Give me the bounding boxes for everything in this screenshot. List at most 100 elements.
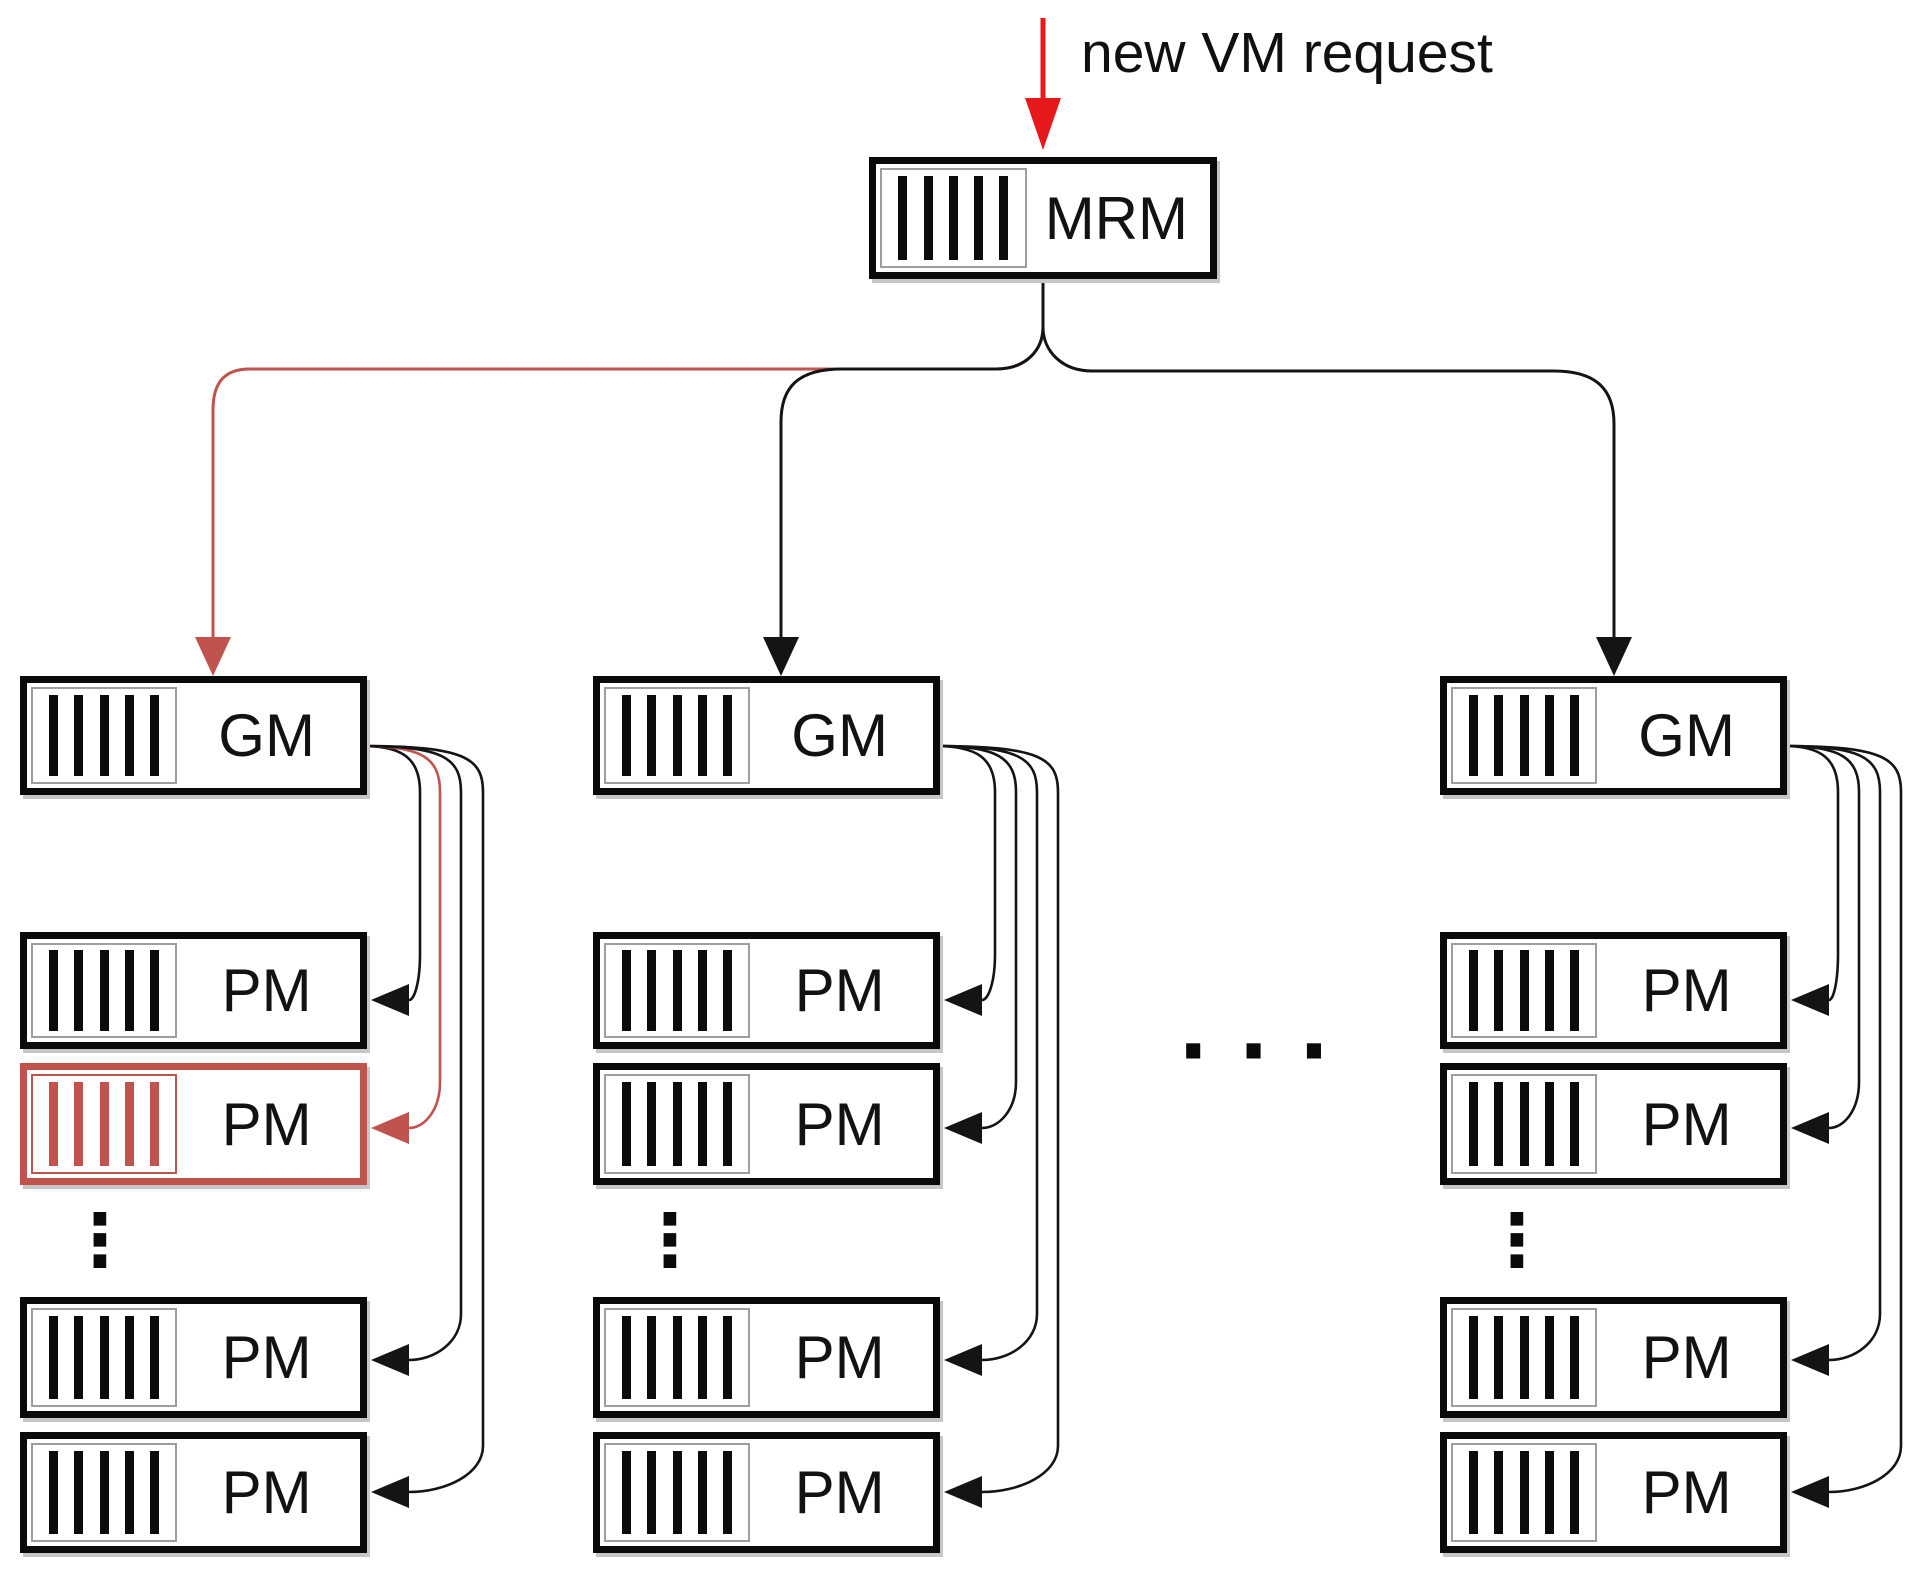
right-gm-queue-icon [1451, 687, 1598, 784]
queue-slot-bar [124, 1450, 134, 1535]
queue-slot-bar [974, 175, 984, 261]
left-gm-to-pm3-wire [361, 744, 463, 1362]
queue-slot-bar [150, 1450, 160, 1535]
middle-pm2-arrowhead [944, 1112, 982, 1144]
left-pm1-queue-icon [31, 943, 178, 1038]
queue-slot-bar [1570, 1315, 1580, 1400]
left-pm4-arrowhead [371, 1476, 409, 1508]
queue-slot-bar [49, 950, 59, 1031]
left-gm-to-pm4-wire [361, 744, 485, 1494]
queue-slot-bar [99, 1450, 109, 1535]
queue-slot-bar [1494, 1081, 1504, 1167]
queue-slot-bar [74, 1315, 84, 1400]
right-pm2-queue-icon [1451, 1074, 1598, 1174]
queue-slot-bar [647, 694, 657, 777]
right-pm4-arrowhead [1791, 1476, 1829, 1508]
middle-gm-to-pm2-wire [934, 744, 1018, 1130]
queue-slot-bar [672, 1315, 682, 1400]
right-gm-to-pm2-wire [1783, 744, 1861, 1130]
left-pm1-node: PM [20, 932, 367, 1049]
queue-slot-bar [672, 694, 682, 777]
left-gm-label: GM [218, 702, 315, 769]
left-gm-to-pm1-wire [361, 744, 422, 1002]
queue-slot-bar [723, 950, 733, 1031]
queue-slot-bar [150, 694, 160, 777]
left-pm4-node: PM [20, 1432, 367, 1553]
right-gm-to-pm3-wire [1783, 744, 1882, 1362]
middle-pm1-queue-icon [604, 943, 751, 1038]
right-pm4-label: PM [1641, 1459, 1732, 1526]
left-pm3-queue-icon [31, 1308, 178, 1407]
queue-slot-bar [49, 1081, 59, 1167]
queue-slot-bar [150, 950, 160, 1031]
left-pm3-node: PM [20, 1297, 367, 1418]
queue-slot-bar [74, 950, 84, 1031]
queue-slot-bar [124, 694, 134, 777]
queue-slot-bar [1519, 1450, 1529, 1535]
queue-slot-bar [99, 950, 109, 1031]
right-pm1-label: PM [1641, 957, 1732, 1024]
left-gm-arrowhead [195, 637, 231, 676]
queue-slot-bar [723, 1450, 733, 1535]
left-pm2-label: PM [221, 1090, 312, 1158]
left-column-more-pms-ellipsis: ⋮ [64, 1198, 136, 1282]
left-pm2-arrowhead [371, 1112, 409, 1144]
left-pm1-label: PM [221, 957, 312, 1024]
left-gm-to-pm2-wire [361, 744, 442, 1130]
right-gm-arrowhead [1596, 637, 1632, 676]
more-groups-ellipsis: ··· [1178, 1005, 1360, 1098]
queue-slot-bar [1570, 950, 1580, 1031]
queue-slot-bar [647, 1450, 657, 1535]
queue-slot-bar [150, 1081, 160, 1167]
middle-pm4-label: PM [794, 1459, 885, 1526]
queue-slot-bar [1519, 694, 1529, 777]
middle-pm2-node: PM [593, 1063, 940, 1185]
queue-slot-bar [99, 1315, 109, 1400]
queue-slot-bar [1494, 694, 1504, 777]
right-gm-to-pm4-wire [1783, 744, 1903, 1494]
mrm-queue-icon [880, 168, 1027, 268]
queue-slot-bar [1469, 1450, 1479, 1535]
queue-slot-bar [124, 1315, 134, 1400]
left-pm4-label: PM [221, 1459, 312, 1526]
middle-gm-to-pm4-wire [934, 744, 1060, 1494]
queue-slot-bar [1469, 1315, 1479, 1400]
queue-slot-bar [723, 1081, 733, 1167]
queue-slot-bar [697, 950, 707, 1031]
right-pm4-queue-icon [1451, 1443, 1598, 1542]
queue-slot-bar [74, 1450, 84, 1535]
middle-gm-label: GM [791, 702, 888, 769]
right-pm4-node: PM [1440, 1432, 1787, 1553]
queue-slot-bar [697, 694, 707, 777]
mrm-to-middle-gm-wire [779, 326, 1045, 637]
mrm-to-right-gm-wire [1041, 326, 1616, 637]
right-pm2-arrowhead [1791, 1112, 1829, 1144]
queue-slot-bar [622, 1081, 632, 1167]
new-vm-request-arrowhead [1025, 98, 1061, 150]
middle-pm3-node: PM [593, 1297, 940, 1418]
right-pm2-label: PM [1641, 1090, 1732, 1158]
queue-slot-bar [1494, 1450, 1504, 1535]
queue-slot-bar [672, 950, 682, 1031]
queue-slot-bar [1469, 1081, 1479, 1167]
right-gm-label: GM [1638, 702, 1735, 769]
right-pm2-node: PM [1440, 1063, 1787, 1185]
mrm-label: MRM [1044, 184, 1188, 252]
middle-pm2-label: PM [794, 1090, 885, 1158]
left-pm1-arrowhead [371, 984, 409, 1016]
queue-slot-bar [74, 694, 84, 777]
queue-slot-bar [999, 175, 1009, 261]
queue-slot-bar [1519, 1315, 1529, 1400]
queue-slot-bar [1494, 1315, 1504, 1400]
middle-pm4-queue-icon [604, 1443, 751, 1542]
queue-slot-bar [672, 1081, 682, 1167]
queue-slot-bar [1519, 950, 1529, 1031]
queue-slot-bar [622, 1315, 632, 1400]
middle-pm1-label: PM [794, 957, 885, 1024]
left-gm-queue-icon [31, 687, 178, 784]
queue-slot-bar [49, 1315, 59, 1400]
middle-pm4-arrowhead [944, 1476, 982, 1508]
left-pm3-label: PM [221, 1324, 312, 1391]
queue-slot-bar [124, 950, 134, 1031]
queue-slot-bar [672, 1450, 682, 1535]
